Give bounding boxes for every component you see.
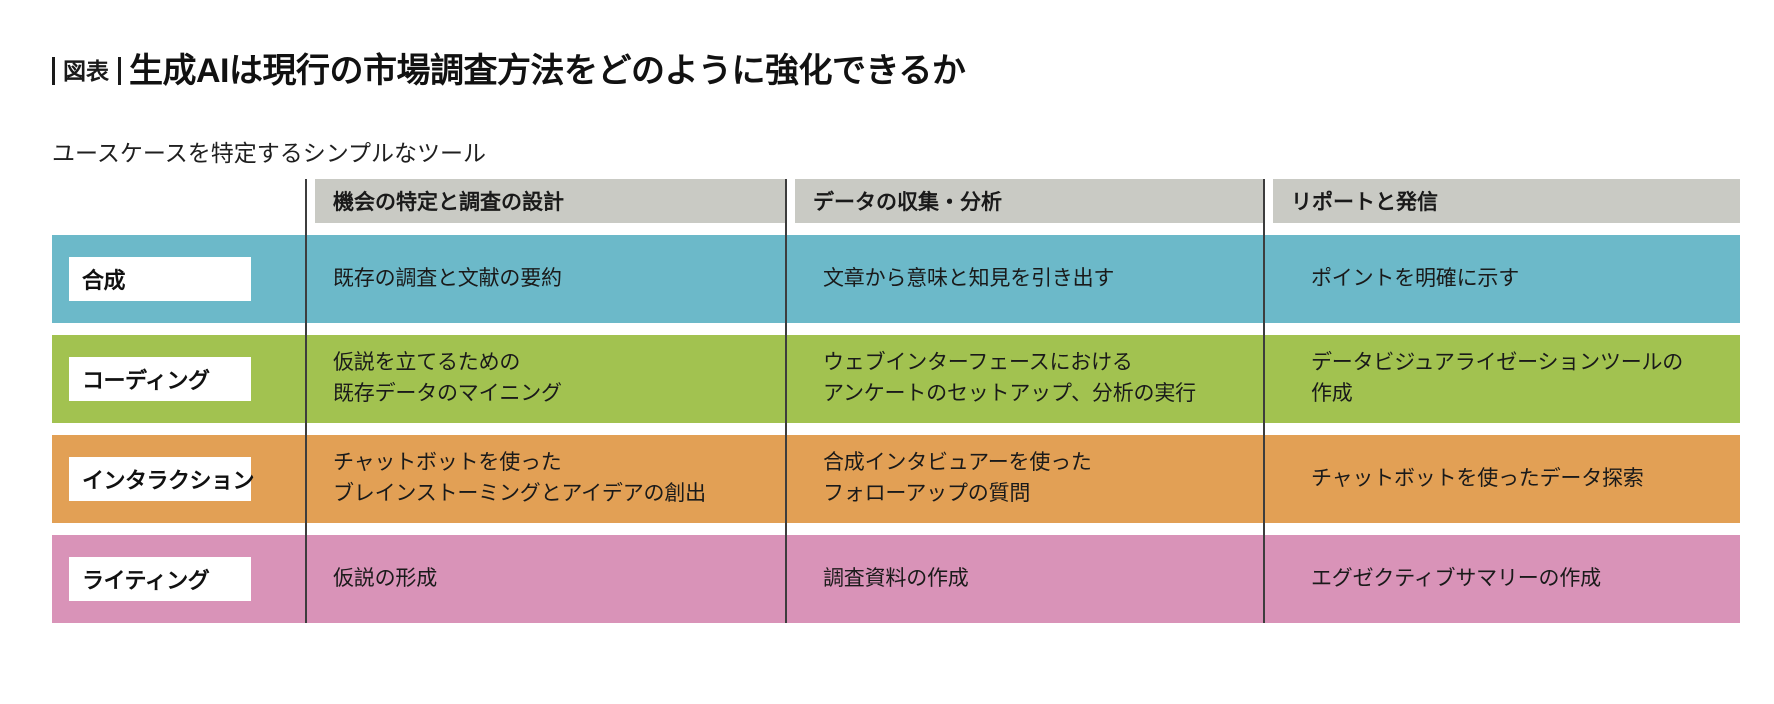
row-label-cell: インタラクション (52, 435, 305, 523)
matrix-cell: チャットボットを使ったデータ探索 (1293, 435, 1770, 523)
column-header-cell-3: リポートと発信 (1263, 179, 1740, 223)
row-label-badge: コーディング (69, 357, 251, 401)
row-label-cell: 合成 (52, 235, 305, 323)
matrix-cell-line: 既存データのマイニング (333, 382, 562, 405)
column-header-label-3: リポートと発信 (1273, 179, 1740, 223)
matrix-cell-line: 仮説を立てるための (333, 351, 521, 375)
matrix-cell-line: アンケートのセットアップ、分析の実行 (823, 382, 1196, 405)
matrix-cell-line: ブレインストーミングとアイデアの創出 (333, 482, 706, 505)
matrix-cell: チャットボットを使ったブレインストーミングとアイデアの創出 (315, 435, 795, 523)
matrix-table: 機会の特定と調査の設計 データの収集・分析 リポートと発信 合成 既存の調査と文献… (52, 179, 1740, 623)
matrix-cell: エグゼクティブサマリーの作成 (1293, 535, 1770, 623)
matrix-row: ライティング 仮説の形成 調査資料の作成 エグゼクティブサマリーの作成 (52, 535, 1740, 623)
matrix-cell-line: データビジュアライゼーションツールの (1311, 351, 1684, 375)
matrix-body: 合成 既存の調査と文献の要約 文章から意味と知見を引き出す ポイントを明確に示すコーデ… (52, 235, 1740, 623)
row-label-badge: 合成 (69, 257, 251, 301)
column-header-label-1: 機会の特定と調査の設計 (315, 179, 785, 223)
matrix-row: インタラクションチャットボットを使ったブレインストーミングとアイデアの創出合成イ… (52, 435, 1740, 523)
column-header-cell-2: データの収集・分析 (785, 179, 1263, 223)
matrix-cell: 調査資料の作成 (805, 535, 1283, 623)
matrix-cell-line: ウェブインターフェースにおける (823, 351, 1133, 375)
matrix-cell-line: チャットボットを使った (333, 451, 562, 475)
matrix-row: コーディング仮説を立てるための既存データのマイニングウェブインターフェースにおけ… (52, 335, 1740, 423)
page-subtitle: ユースケースを特定するシンプルなツール (52, 139, 487, 166)
matrix-header-row: 機会の特定と調査の設計 データの収集・分析 リポートと発信 (52, 179, 1740, 223)
matrix-cell-line: 合成インタビュアーを使った (823, 451, 1092, 475)
matrix-cell-line: エグゼクティブサマリーの作成 (1311, 566, 1601, 590)
row-label-badge: インタラクション (69, 457, 255, 501)
matrix-cell: 合成インタビュアーを使ったフォローアップの質問 (805, 435, 1283, 523)
matrix-cell-line: ポイントを明確に示す (1311, 266, 1519, 290)
page-title: 生成AIは現行の市場調査方法をどのように強化できるか (129, 51, 966, 90)
matrix-cell: 仮説を立てるための既存データのマイニング (315, 335, 795, 423)
column-header-label-2: データの収集・分析 (795, 179, 1263, 223)
matrix-cell-line: 既存の調査と文献の要約 (333, 266, 562, 290)
matrix-cell-line: 調査資料の作成 (823, 566, 969, 590)
row-label-cell: ライティング (52, 535, 305, 623)
matrix-cell-line: 作成 (1311, 382, 1353, 405)
title-row: 図表 生成AIは現行の市場調査方法をどのように強化できるか (52, 30, 1552, 113)
column-header-cell-1: 機会の特定と調査の設計 (305, 179, 785, 223)
matrix-row: 合成 既存の調査と文献の要約 文章から意味と知見を引き出す ポイントを明確に示す (52, 235, 1740, 323)
matrix-cell: ウェブインターフェースにおけるアンケートのセットアップ、分析の実行 (805, 335, 1283, 423)
matrix-cell-line: 仮説の形成 (333, 566, 437, 590)
chart-header: 図表 生成AIは現行の市場調査方法をどのように強化できるか ユースケースを特定す… (52, 30, 1552, 168)
kicker-label: 図表 (52, 57, 121, 86)
matrix-cell: 仮説の形成 (315, 535, 795, 623)
matrix-cell-line: フォローアップの質問 (823, 482, 1031, 505)
matrix-cell-line: 文章から意味と知見を引き出す (823, 266, 1115, 290)
matrix-cell: 既存の調査と文献の要約 (315, 235, 795, 323)
matrix-cell: データビジュアライゼーションツールの作成 (1293, 335, 1770, 423)
header-corner-spacer (52, 179, 305, 223)
matrix-cell-line: チャットボットを使ったデータ探索 (1311, 466, 1644, 490)
matrix-cell: ポイントを明確に示す (1293, 235, 1770, 323)
row-label-cell: コーディング (52, 335, 305, 423)
row-label-badge: ライティング (69, 557, 251, 601)
matrix-cell: 文章から意味と知見を引き出す (805, 235, 1283, 323)
